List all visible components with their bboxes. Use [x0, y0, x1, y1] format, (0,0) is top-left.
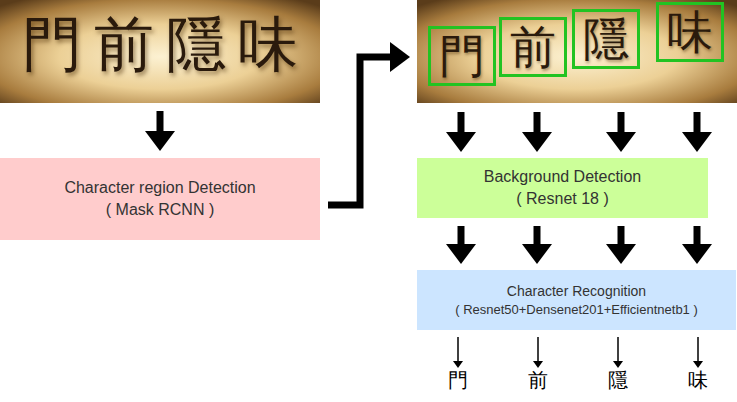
character-box: 味 [656, 2, 724, 62]
sign-photo [417, 0, 737, 103]
flow-arrow [534, 226, 541, 244]
output-arrow [697, 337, 699, 361]
stage-name: Character region Detection [64, 177, 255, 199]
process-box: Background Detection( Resnet 18 ) [417, 158, 708, 218]
output-character: 隱 [608, 370, 628, 390]
flow-arrow [694, 226, 701, 244]
character-box: 隱 [572, 9, 640, 69]
flow-arrow [328, 57, 390, 205]
process-box: Character Recognition( Resnet50+Densenet… [417, 270, 736, 330]
character-glyph: 味 [667, 9, 713, 55]
flow-arrow [157, 111, 164, 131]
output-character: 味 [688, 370, 708, 390]
sign-text: 門前隱味 [0, 14, 320, 74]
character-box: 門 [428, 26, 496, 86]
flow-arrow [618, 226, 625, 244]
stage-name: Character Recognition [507, 282, 646, 301]
character-box: 前 [499, 17, 567, 77]
character-glyph: 門 [439, 33, 485, 79]
model-name: ( Mask RCNN ) [106, 199, 214, 221]
sign-photo [0, 0, 320, 103]
stage-name: Background Detection [484, 166, 641, 188]
output-arrow [457, 337, 459, 361]
flow-arrow [458, 112, 465, 132]
output-arrow [537, 337, 539, 361]
process-box: Character region Detection( Mask RCNN ) [0, 158, 320, 240]
output-character: 門 [448, 370, 468, 390]
flow-arrow [534, 112, 541, 132]
character-glyph: 隱 [583, 16, 629, 62]
output-character: 前 [528, 370, 548, 390]
flow-arrow [694, 112, 701, 132]
character-glyph: 前 [510, 24, 556, 70]
flow-arrow [458, 226, 465, 244]
output-arrow [617, 337, 619, 361]
model-name: ( Resnet 18 ) [516, 188, 608, 210]
model-name: ( Resnet50+Densenet201+Efficientnetb1 ) [455, 301, 698, 319]
flow-arrow [618, 112, 625, 132]
